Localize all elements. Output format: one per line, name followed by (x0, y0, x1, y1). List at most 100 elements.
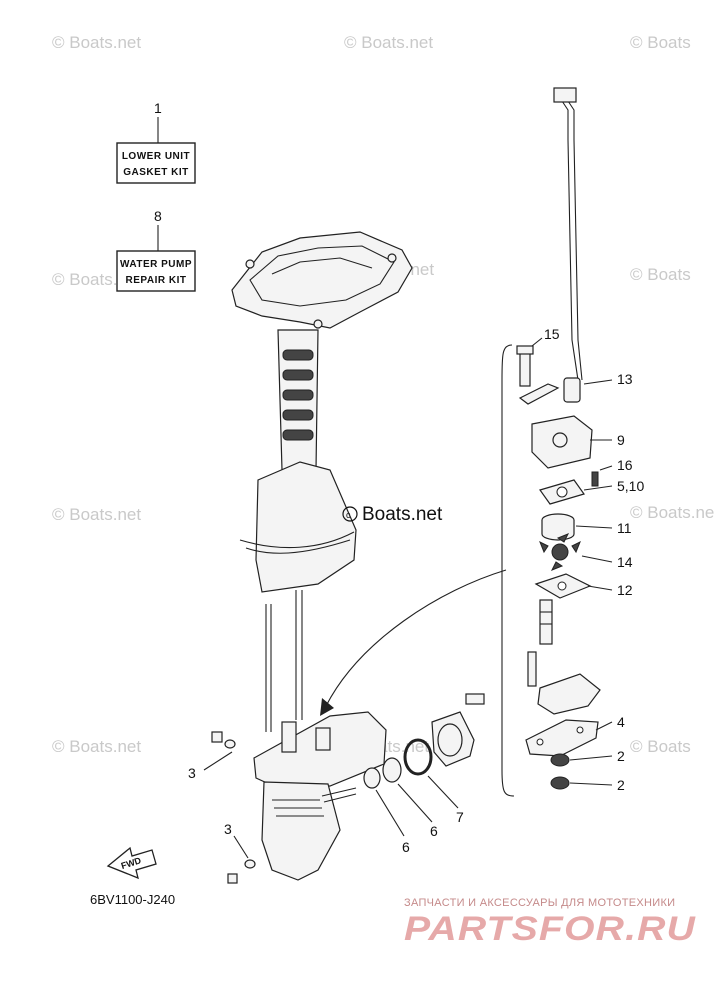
watermark: © Boats (630, 737, 691, 756)
lower-unit-gasket-kit: 1 LOWER UNIT GASKET KIT (116, 100, 196, 184)
washer-3 (224, 739, 236, 749)
forward-arrow: FWD (106, 846, 157, 880)
propeller-shaft (321, 787, 357, 797)
water-pump-parts (516, 87, 601, 790)
water-tube-upper (559, 97, 579, 381)
plate-hole (557, 581, 567, 591)
callout-6: 6 (430, 823, 438, 839)
o-ring-7 (403, 738, 433, 776)
gear-case-boss (315, 727, 331, 751)
seal-6 (382, 757, 402, 783)
watermark: © Boats.net (630, 503, 714, 522)
watermark: © Boats.net (52, 33, 141, 52)
callout-6: 6 (402, 839, 410, 855)
assembly-arrow (325, 569, 507, 707)
kit-label-line1: WATER PUMP (120, 259, 192, 270)
callout-15: 15 (544, 326, 560, 342)
washer-3 (244, 859, 256, 869)
pump-base (537, 673, 601, 715)
kit-label-line2: GASKET KIT (123, 167, 189, 178)
copyright-icon (342, 506, 358, 522)
drain-screw (227, 873, 238, 884)
bolt-hole (313, 319, 323, 329)
callout-13: 13 (617, 371, 633, 387)
bolt-head (516, 345, 534, 355)
kit-label-line1: LOWER UNIT (122, 151, 190, 162)
pin-16 (591, 471, 599, 487)
pump-housing-outlet (552, 432, 568, 448)
mount-plate-rib (271, 257, 373, 275)
callout-5-10: 5,10 (617, 478, 644, 494)
diagram-code: 6BV1100-J240 (90, 892, 175, 907)
center-watermark-text: Boats.net (362, 504, 443, 525)
lower-gear-case (253, 711, 387, 881)
water-pump-repair-kit: 8 WATER PUMP REPAIR KIT (116, 208, 196, 292)
watermark: © Boats (630, 265, 691, 284)
kit-label-line2: REPAIR KIT (126, 275, 187, 286)
watermark: © Boats.net (344, 33, 433, 52)
callout-14: 14 (617, 554, 633, 570)
cartridge-hole (556, 486, 568, 498)
tube-grommet (553, 87, 577, 103)
bearing-housing-bore (437, 723, 463, 757)
housing-bolt (465, 693, 485, 705)
bolt (527, 651, 537, 687)
callout-11: 11 (617, 520, 632, 536)
callout-16: 16 (617, 457, 633, 473)
callout-7: 7 (456, 809, 464, 825)
callout-2: 2 (617, 777, 625, 793)
callout-3: 3 (188, 765, 196, 781)
shaft-sleeve (539, 599, 553, 645)
bolt-hole (387, 253, 397, 263)
clamp-bracket (518, 383, 560, 405)
bolt-15 (519, 351, 531, 387)
callout-9: 9 (617, 432, 625, 448)
washer-6 (363, 767, 381, 789)
watermark: © Boats.net (52, 737, 141, 756)
kit-box (116, 250, 196, 292)
callout-2: 2 (617, 748, 625, 764)
upper-mount-plate (231, 231, 413, 329)
gear-case-boss (281, 721, 297, 753)
brand-logo: ЗАПЧАСТИ И АКСЕССУАРЫ ДЛЯ МОТОТЕХНИКИ PA… (404, 897, 697, 948)
oil-seal-2 (550, 753, 570, 767)
gear-case-body (261, 781, 341, 881)
group-bracket (501, 344, 515, 797)
callout-12: 12 (617, 582, 633, 598)
cavitation-plate (255, 461, 357, 593)
propeller-shaft (323, 793, 357, 803)
watermark-layer: © Boats.net © Boats.net © Boats © Boats.… (52, 33, 714, 756)
brand-name: PARTSFOR.RU (404, 910, 697, 948)
propeller-shaft-parts (363, 693, 485, 789)
pump-cover-11 (541, 520, 575, 541)
bolt-hole (245, 259, 255, 269)
oil-seal-2 (550, 776, 570, 790)
center-watermark: c Boats.net (342, 504, 443, 525)
kit-box (116, 142, 196, 184)
water-tube-upper (565, 97, 583, 381)
shaft-grip-ribs (282, 349, 314, 441)
plate-gasket-line (245, 539, 351, 554)
forward-arrow-icon (106, 846, 157, 880)
brand-tagline: ЗАПЧАСТИ И АКСЕССУАРЫ ДЛЯ МОТОТЕХНИКИ (404, 897, 675, 909)
impeller-14 (539, 533, 581, 571)
assembly-arrow-head (320, 698, 334, 716)
callout-4: 4 (617, 714, 625, 730)
leader-lines (203, 337, 613, 859)
kit-number: 8 (154, 208, 162, 224)
gasket-4 (525, 719, 599, 757)
drive-shaft-housing (231, 231, 413, 732)
callout-3: 3 (224, 821, 232, 837)
watermark: © Boats.net (52, 505, 141, 524)
mount-plate-inner (249, 245, 395, 307)
svg-text:c: c (346, 510, 351, 520)
plate-gasket-line (239, 531, 355, 549)
watermark: © Boats (630, 33, 691, 52)
callout-labels: 15 13 9 16 5,10 11 14 12 4 2 2 3 3 6 6 7 (188, 326, 644, 855)
kit-number: 1 (154, 100, 162, 116)
bolt-3 (211, 731, 223, 743)
grommet-13 (563, 377, 581, 403)
gear-case-fins (272, 799, 324, 817)
